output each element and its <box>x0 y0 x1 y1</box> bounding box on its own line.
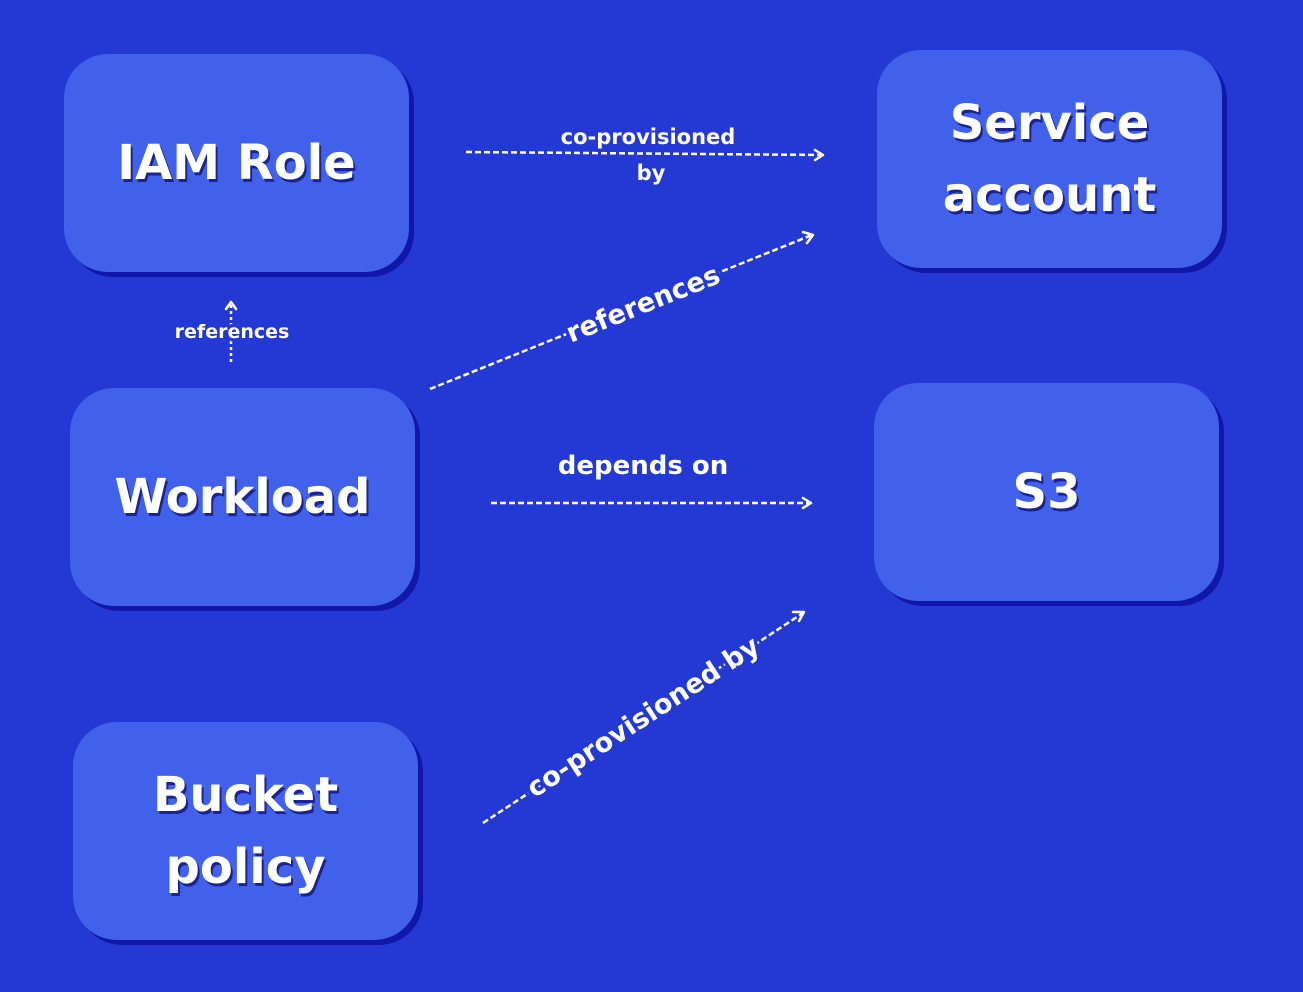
edge-iam-to-service-account-label-line2: by <box>637 161 666 185</box>
node-bucket-policy-label: Bucket policy <box>152 767 339 895</box>
node-workload-label: Workload <box>114 469 371 525</box>
node-workload[interactable]: Workload <box>70 388 415 606</box>
node-service-account[interactable]: Service account <box>877 50 1222 268</box>
edge-workload-to-s3[interactable]: depends on <box>491 448 813 510</box>
node-iam-role-label: IAM Role <box>117 135 356 191</box>
node-s3-label: S3 <box>1012 464 1081 520</box>
edge-bucket-policy-to-s3-line <box>482 611 804 825</box>
edge-iam-to-service-account[interactable]: co-provisioned by <box>465 122 825 189</box>
node-s3[interactable]: S3 <box>874 383 1219 601</box>
edge-iam-to-service-account-line <box>465 150 823 157</box>
node-bucket-policy[interactable]: Bucket policy <box>73 722 418 940</box>
edge-workload-to-iam-label: references <box>175 321 290 343</box>
edge-bucket-policy-to-s3-label: co-provisioned by <box>521 630 765 804</box>
edge-workload-to-service-account-label: references <box>562 260 725 350</box>
edge-iam-to-service-account-arrowhead <box>813 148 825 162</box>
node-iam-role[interactable]: IAM Role <box>64 54 409 272</box>
edge-workload-to-iam[interactable]: references <box>171 300 293 362</box>
node-service-account-label: Service account <box>942 95 1157 223</box>
edge-workload-to-s3-arrowhead <box>801 496 813 510</box>
edge-iam-to-service-account-label-line1: co-provisioned <box>561 125 736 149</box>
edge-workload-to-s3-label: depends on <box>558 451 729 481</box>
edge-workload-to-service-account-arrowhead <box>801 230 815 245</box>
edge-bucket-policy-to-s3-arrowhead <box>791 610 806 623</box>
edge-workload-to-service-account[interactable]: references <box>429 230 815 391</box>
edge-workload-to-iam-arrowhead <box>224 300 238 311</box>
edge-workload-to-service-account-line <box>429 233 813 391</box>
edge-bucket-policy-to-s3[interactable]: co-provisioned by <box>482 610 806 825</box>
